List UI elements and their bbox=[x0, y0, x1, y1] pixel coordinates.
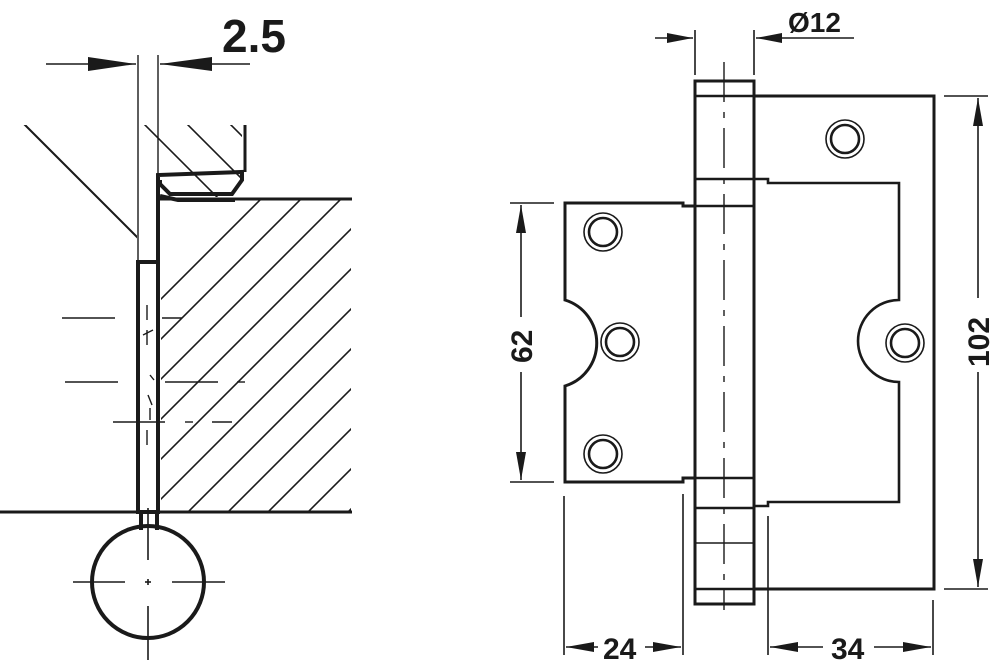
screw-hole bbox=[600, 322, 640, 362]
right-hatching bbox=[161, 200, 351, 512]
screw-hole bbox=[825, 119, 865, 159]
overall-height-label: 102 bbox=[963, 317, 996, 367]
elevation-view bbox=[510, 30, 988, 655]
diameter-label: Ø12 bbox=[788, 7, 841, 38]
section-view bbox=[0, 55, 352, 660]
large-leaf-width-label: 34 bbox=[831, 633, 865, 666]
hinge-leaf-profile bbox=[156, 169, 244, 262]
gap-dimension-label: 2.5 bbox=[222, 10, 286, 62]
large-leaf-inner-line bbox=[754, 177, 901, 508]
center-mark bbox=[73, 508, 225, 660]
hinge-leaf-strip bbox=[136, 260, 160, 514]
hidden-lines bbox=[62, 305, 245, 445]
large-leaf-width-dimension bbox=[767, 516, 934, 655]
screw-holes bbox=[583, 119, 925, 474]
small-leaf-width-dimension bbox=[563, 494, 684, 655]
small-leaf-height-dimension bbox=[510, 202, 554, 483]
screw-hole bbox=[583, 212, 623, 252]
screw-hole bbox=[583, 434, 623, 474]
overall-height-dimension bbox=[944, 95, 988, 590]
cap-hatching bbox=[143, 125, 242, 197]
left-hatching bbox=[23, 125, 137, 239]
screw-hole bbox=[885, 323, 925, 363]
small-leaf-width-label: 24 bbox=[603, 633, 637, 666]
diameter-dimension bbox=[655, 30, 854, 75]
small-leaf-height-label: 62 bbox=[506, 330, 539, 363]
large-leaf-outline bbox=[754, 94, 936, 591]
small-leaf-outline bbox=[563, 201, 695, 484]
gap-dimension-arrows bbox=[46, 57, 250, 71]
